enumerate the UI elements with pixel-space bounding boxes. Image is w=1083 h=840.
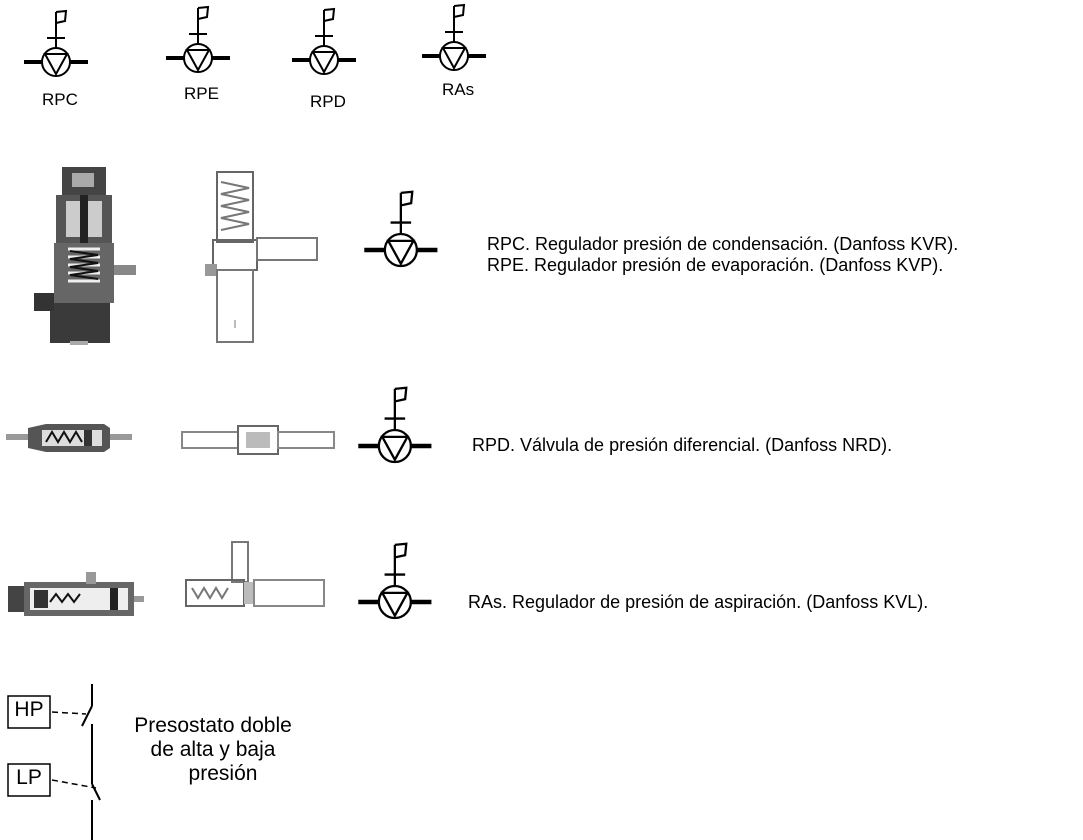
symbol-label-rpc: RPC (42, 90, 78, 109)
symbol-rpc (22, 8, 92, 88)
symbol-rpc-rpe (362, 188, 442, 280)
hp-label: HP (14, 698, 44, 721)
description-rpd: RPD. Válvula de presión diferencial. (Da… (472, 435, 893, 455)
kvl-cutaway-illustration (6, 568, 146, 628)
pressure-regulator-icon (356, 384, 436, 476)
pressure-switch-caption: Presostato doble de alta y baja presión (118, 714, 308, 786)
pressure-switch-caption-line-3: presión (188, 762, 258, 785)
description-rpc: RPC. Regulador presión de condensación. … (487, 234, 959, 254)
pressure-switch-caption-line-2: de alta y baja (150, 738, 276, 761)
kvp-valve-illustration (195, 170, 325, 345)
pressure-regulator-icon (290, 6, 360, 86)
kvr-cutaway-illustration (20, 165, 140, 345)
nrd-valve-illustration (180, 420, 340, 460)
symbol-label-rpe: RPE (184, 84, 219, 103)
symbol-label-rpd: RPD (310, 92, 346, 111)
symbol-label-ras: RAs (442, 80, 475, 99)
pressure-switch-caption-line-1: Presostato doble (134, 714, 292, 737)
description-rpe: RPE. Regulador presión de evaporación. (… (487, 255, 944, 275)
pressure-regulator-icon (362, 188, 442, 280)
kvl-valve-illustration (182, 540, 332, 620)
symbol-ras-row (356, 540, 436, 632)
pressure-regulator-icon (356, 540, 436, 632)
symbol-rpe (164, 4, 234, 84)
pressure-regulator-icon (420, 2, 490, 82)
symbol-rpd-row (356, 384, 436, 476)
pressure-regulator-icon (164, 4, 234, 84)
symbol-rpd (290, 6, 360, 86)
symbol-ras (420, 2, 490, 82)
lp-label: LP (16, 766, 42, 789)
pressure-switch-diagram (6, 684, 116, 840)
pressure-regulator-icon (22, 8, 92, 88)
nrd-cutaway-illustration (6, 420, 136, 456)
description-ras: RAs. Regulador de presión de aspiración.… (468, 592, 929, 612)
